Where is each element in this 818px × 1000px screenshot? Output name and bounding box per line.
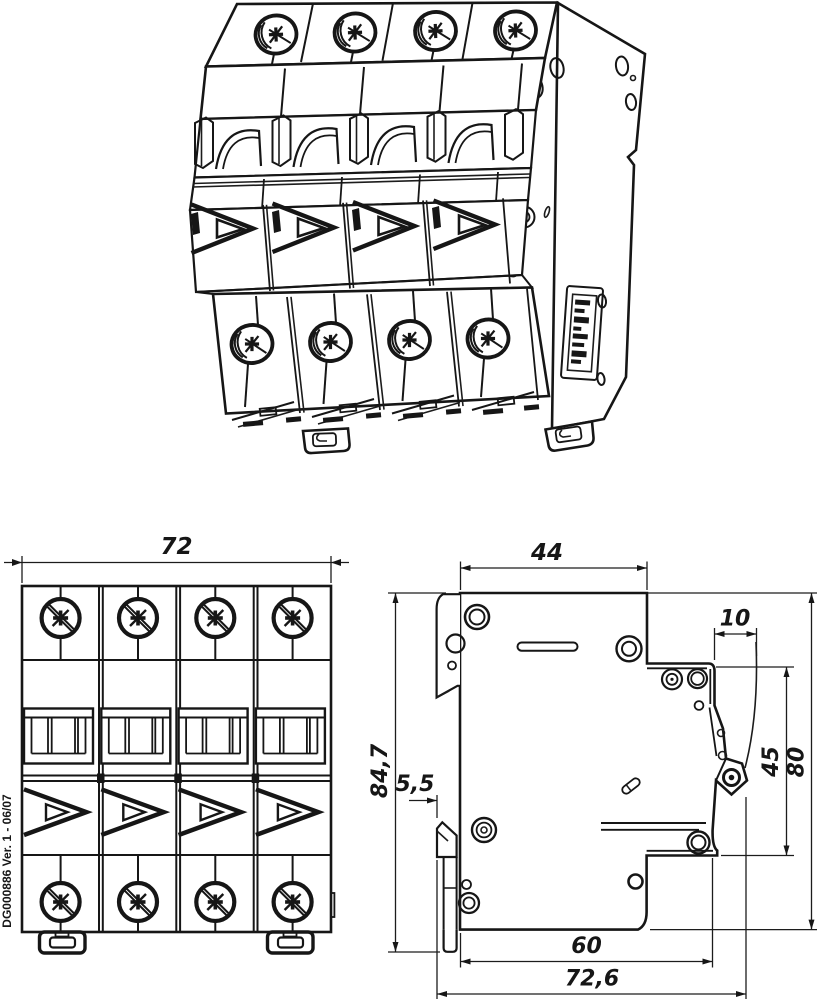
front-dimension-72: 72 — [4, 534, 349, 583]
view-side: 44 10 5,5 84,7 45 — [368, 540, 817, 999]
iso-bottom-terminal-block — [211, 286, 551, 415]
dim-label-body-height: 80 — [785, 747, 810, 778]
front-section-lines — [22, 659, 331, 856]
side-rear-hook — [435, 593, 460, 700]
iso-foot-left — [301, 427, 351, 455]
iso-bottom-screw-terminals — [227, 288, 513, 408]
dim-label-overall-height: 84,7 — [368, 743, 393, 798]
side-dimension-84-7: 84,7 — [368, 593, 399, 952]
iso-foot-right — [543, 419, 595, 452]
front-din-feet — [37, 930, 315, 955]
iso-toggle-row — [193, 108, 538, 179]
dim-label-body-depth: 44 — [530, 540, 563, 566]
iso-upper-band — [199, 56, 547, 121]
side-dimension-80: 80 — [785, 593, 815, 930]
front-top-screw-terminals — [42, 586, 312, 660]
view-isometric — [188, 0, 647, 455]
front-right-lug — [330, 892, 336, 918]
iso-toggle-levers — [214, 123, 495, 170]
iso-arrow-band — [188, 198, 530, 294]
side-extension-lines — [388, 561, 817, 999]
iso-top-terminal-strip — [203, 1, 559, 68]
side-body-outline — [458, 591, 749, 931]
side-din-clip — [435, 820, 458, 953]
dim-label-overall-depth: 72,6 — [565, 967, 619, 992]
side-dimension-10: 10 — [714, 607, 757, 637]
drawing-number: DG000886 Ver. 1 - 06/07 — [0, 794, 14, 928]
iso-lever-slots — [191, 206, 441, 235]
side-capsule-detail — [621, 777, 641, 795]
iso-separator-tabs — [194, 108, 524, 170]
front-bottom-screw-terminals — [42, 855, 312, 932]
dim-label-front-face-height: 45 — [759, 746, 784, 778]
dim-label-front-width: 72 — [160, 534, 192, 560]
side-dimension-72-6: 72,6 — [437, 967, 746, 997]
iso-printed-arrows — [190, 198, 501, 256]
view-front: 72 — [0, 534, 349, 955]
side-dimension-45: 45 — [759, 667, 790, 856]
dim-label-clip-offset: 5,5 — [396, 772, 435, 797]
side-internal-details — [445, 603, 758, 915]
side-dimension-44: 44 — [460, 540, 647, 571]
iso-din-comb — [231, 391, 595, 455]
side-dimension-60: 60 — [460, 934, 713, 965]
toggle-swing-arc — [744, 641, 758, 769]
side-slot — [516, 641, 579, 652]
dim-label-lower-depth: 60 — [571, 934, 602, 959]
dim-label-toggle-protrusion: 10 — [720, 607, 751, 632]
iso-top-screw-terminals — [250, 6, 541, 65]
iso-label-recess — [560, 285, 604, 381]
iso-bezel-slab — [188, 166, 533, 212]
